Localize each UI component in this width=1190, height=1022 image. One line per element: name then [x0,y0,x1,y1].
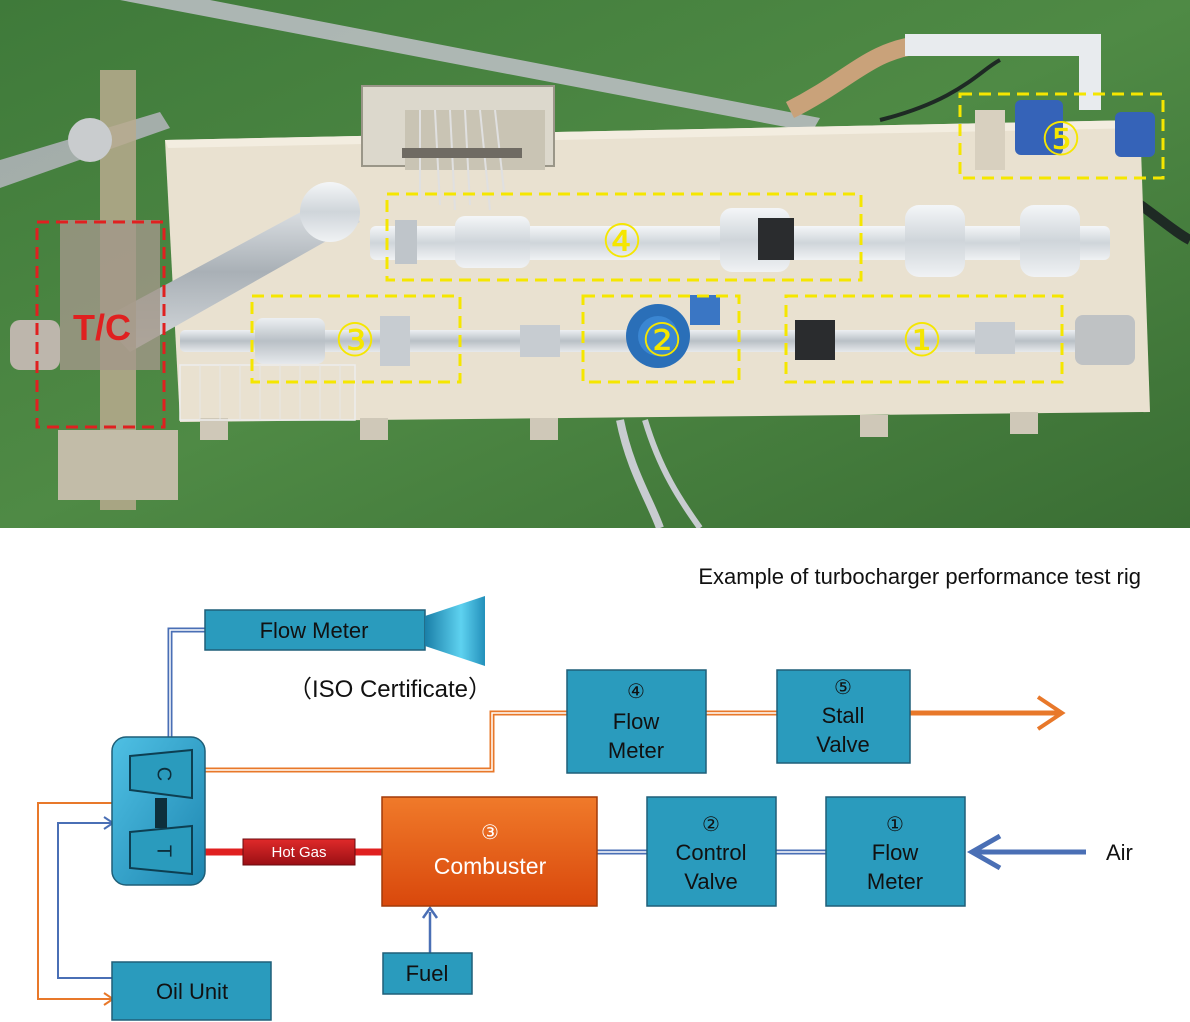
flow-diagram: Example of turbocharger performance test… [37,564,1141,1021]
box-1-line2: Meter [867,869,923,894]
oil-line-blue [57,822,112,979]
turbo-shaft-icon [155,798,167,828]
flow-meter-top-box [204,609,426,651]
hot-gas-label: Hot Gas [271,844,326,861]
box-1-flow-meter [825,796,966,907]
combuster-label: Combuster [434,853,547,879]
region-2-number: ② [641,314,682,366]
region-4-number: ④ [601,215,642,267]
fuel-label: Fuel [406,961,449,986]
box-5-line1: Stall [822,703,865,728]
test-rig-photo: ④ ⑤ ③ ② ① T/C [0,0,1190,528]
box-1-number: ① [886,814,904,836]
inlet-nozzle-icon [425,596,485,666]
region-3-number: ③ [334,314,375,366]
turbine-wheel-icon [129,824,193,876]
box-2-control-valve [646,796,777,907]
box-4-flow-meter [566,669,707,774]
caption: Example of turbocharger performance test… [698,564,1141,589]
air-label: Air [1106,840,1133,865]
box-4-number: ④ [627,681,645,703]
region-1-box [784,294,1064,384]
fuel-box [382,952,473,995]
hot-gas-box [242,838,356,866]
oil-line-orange [37,802,112,1000]
tc-label: T/C [73,307,131,348]
turbine-label: T [153,845,175,857]
box-5-number: ⑤ [834,677,852,699]
box-2-line2: Valve [684,869,737,894]
flow-meter-top-label: Flow Meter [260,618,369,643]
line-compressor-outlet [205,710,567,773]
box-5-stall-valve [776,669,911,764]
box-4-line1: Flow [613,709,660,734]
region-tc-box [35,220,166,429]
box-2-number: ② [702,814,720,836]
box-2-line1: Control [676,840,747,865]
region-1-number: ① [901,314,942,366]
box-4-line2: Meter [608,738,664,763]
combuster-number: ③ [481,822,499,844]
region-3-box [250,294,462,384]
region-2-box [581,294,741,384]
region-5-box [958,92,1165,180]
box-1-line1: Flow [872,840,919,865]
iso-certificate: （ISO Certificate） [288,676,492,703]
compressor-label: C [153,767,175,781]
compressor-wheel-icon [129,748,193,800]
region-5-number: ⑤ [1040,113,1081,165]
region-4-box [385,192,863,282]
oil-unit-box [111,961,272,1021]
line-compressor-inlet [167,627,205,738]
box-5-line2: Valve [816,732,869,757]
oil-unit-label: Oil Unit [156,979,228,1004]
combuster-box [381,796,598,907]
